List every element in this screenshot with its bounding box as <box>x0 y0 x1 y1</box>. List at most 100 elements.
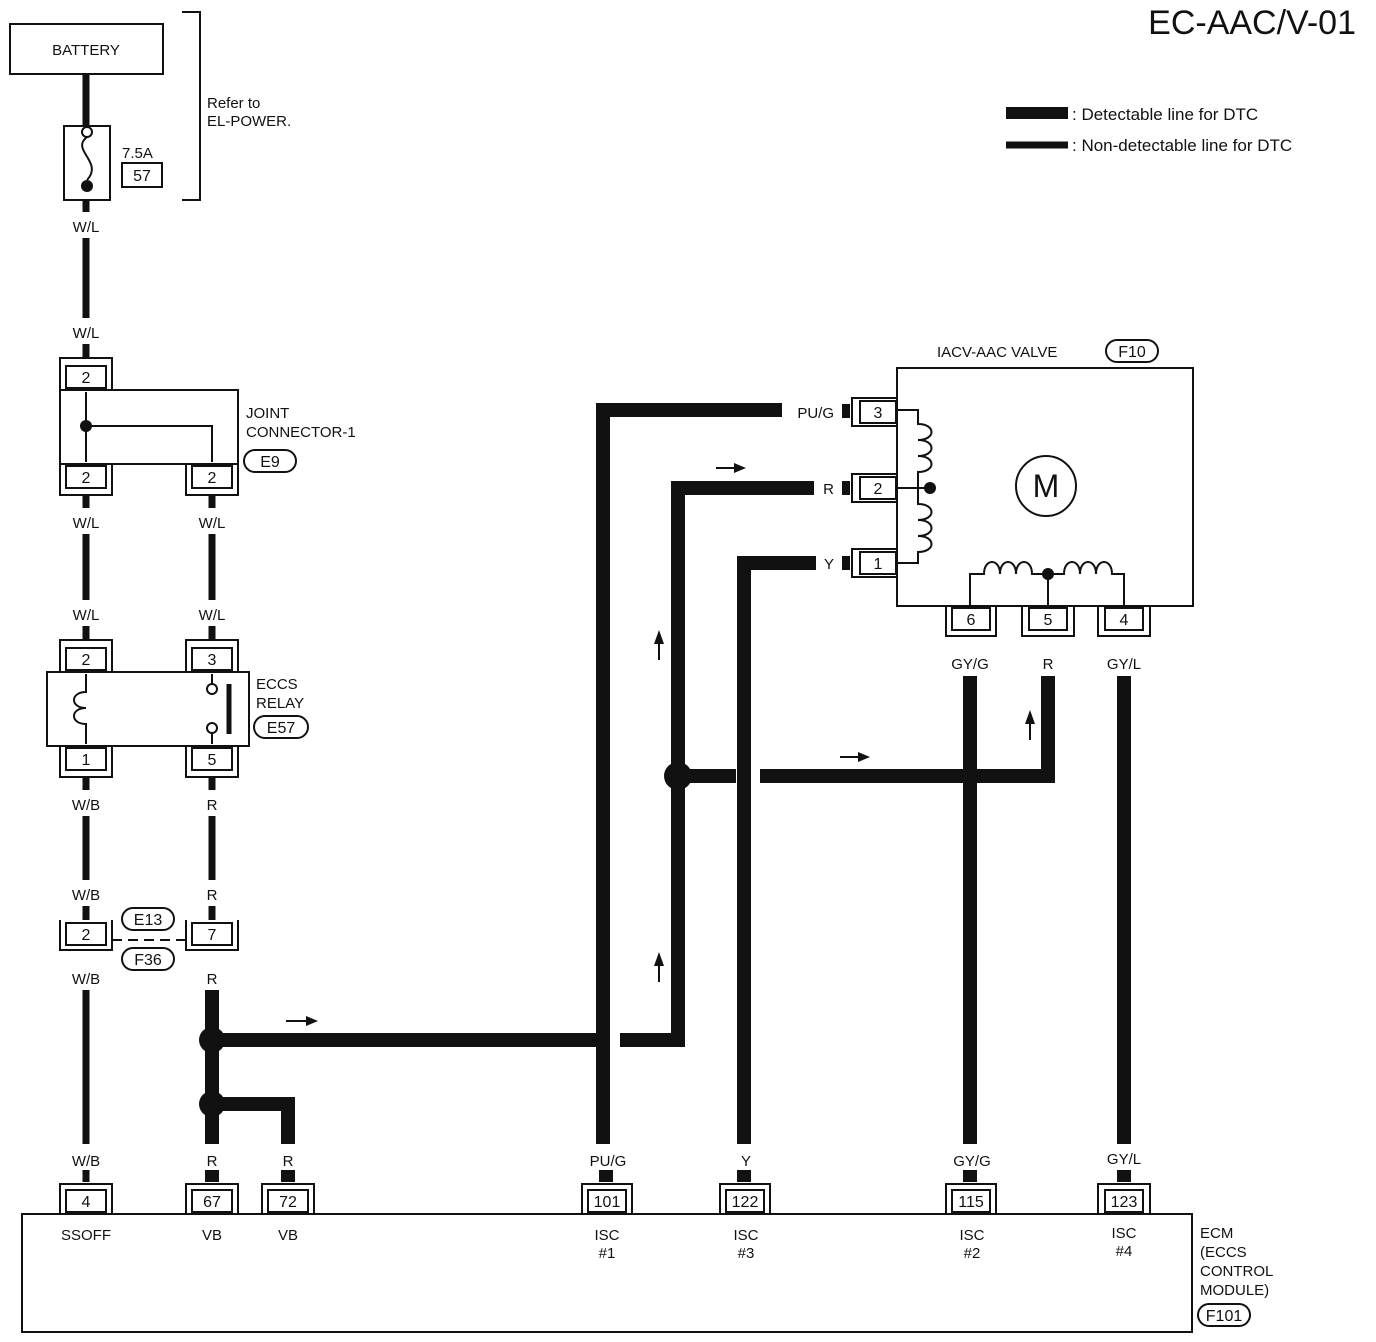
ecm: 4 67 72 101 122 115 <box>21 1183 1273 1333</box>
iacv-aac-valve: IACV-AAC VALVE F10 M <box>896 339 1194 607</box>
iacv-coil-b-center <box>1042 568 1054 580</box>
iacv-coil-a-center <box>924 482 936 494</box>
pin-iacv-4: 4 <box>1097 606 1151 637</box>
fuse-number: 57 <box>133 168 151 185</box>
wire-label-ecm-4: W/B <box>72 1153 100 1170</box>
hc-right-pin: 7 <box>208 927 217 944</box>
pin-box <box>65 465 107 489</box>
pin-frame <box>945 1183 997 1214</box>
wire-label-relay-in-left: W/L <box>73 607 100 624</box>
pin-ecm-122: 122 <box>719 1183 771 1214</box>
wire-label-ecm-115: GY/G <box>953 1153 991 1170</box>
pin-number: 2 <box>82 470 91 487</box>
ecm-terminal-72: VB <box>278 1227 298 1244</box>
wire-pug <box>596 403 782 1144</box>
refer-line2: EL-POWER. <box>207 113 291 130</box>
wire-label-iacv-2: R <box>823 481 834 498</box>
hc-right-frame <box>185 920 239 951</box>
pin-box <box>587 1189 627 1213</box>
arrow-right-icon <box>716 463 746 473</box>
pin-latch <box>842 404 850 418</box>
ecm-terminal-101-num: #1 <box>599 1245 616 1262</box>
pin-iacv-6: 6 <box>945 606 997 637</box>
fuse-element <box>81 136 93 181</box>
pin-number: 1 <box>82 752 91 769</box>
wire-label-jc-out-left: W/L <box>73 515 100 532</box>
pin-frame <box>1097 606 1151 637</box>
hc-left-pin: 2 <box>82 927 91 944</box>
ecm-terminal-67: VB <box>202 1227 222 1244</box>
pin-number: 4 <box>1120 612 1129 629</box>
ecm-terminal-122-num: #3 <box>738 1245 755 1262</box>
pin-frame <box>1021 606 1075 637</box>
pin-number: 3 <box>874 405 883 422</box>
pin-box <box>65 1189 107 1213</box>
arrow-head <box>654 952 664 966</box>
ecm-code-box <box>1197 1303 1251 1327</box>
jc-junction <box>80 420 92 432</box>
motor-icon <box>1015 455 1077 517</box>
pin-iacv-2: 2 <box>842 473 897 503</box>
hc-code-bottom: F36 <box>134 952 162 969</box>
harness-connector: 2 7 E13 F36 <box>59 907 239 971</box>
pin-frame <box>1097 1183 1151 1214</box>
wire-label-ecm-123: GY/L <box>1107 1151 1141 1168</box>
relay-label-2: RELAY <box>256 695 304 712</box>
pin-iacv-1: 1 <box>842 548 897 578</box>
battery-label: BATTERY <box>52 42 120 59</box>
relay-contact-lower <box>206 722 218 734</box>
pin-box <box>859 551 897 575</box>
wire-label-ecm-67: R <box>207 1153 218 1170</box>
wire-y <box>737 556 816 1144</box>
relay-body <box>46 671 250 747</box>
hc-left-box <box>65 922 107 946</box>
wire-label-hc-out-left: W/B <box>72 971 100 988</box>
pin-number: 72 <box>279 1194 297 1211</box>
arrow-head <box>1025 710 1035 724</box>
pin-frame <box>851 548 897 578</box>
relay-code-box <box>253 715 309 739</box>
relay-coil <box>73 674 87 744</box>
wire-label-iacv-6: GY/G <box>951 656 989 673</box>
arrow-head <box>858 752 870 762</box>
pin-number: 122 <box>732 1194 759 1211</box>
pin-iacv-5: 5 <box>1021 606 1075 637</box>
iacv-code-box <box>1105 339 1159 363</box>
arrow-right-icon <box>840 752 870 762</box>
legend: : Detectable line for DTC : Non-detectab… <box>1006 105 1292 155</box>
pin-box <box>1028 607 1068 631</box>
fuse-number-box <box>121 162 163 188</box>
pin-frame <box>185 639 239 672</box>
pin-box <box>191 647 233 671</box>
pin-number: 3 <box>208 652 217 669</box>
arrow-up-icon <box>654 952 664 982</box>
refer-line1: Refer to <box>207 95 260 112</box>
wire-label-relay-out-left: W/B <box>72 797 100 814</box>
eccs-relay: ECCS RELAY E57 <box>46 671 309 747</box>
arrow-right-icon <box>286 1016 318 1026</box>
pin-box <box>191 747 233 771</box>
hc-right-box <box>191 922 233 946</box>
wire-label-fuse-out: W/L <box>73 219 100 236</box>
battery: BATTERY <box>9 23 164 75</box>
ecm-label-1: ECM <box>1200 1225 1233 1242</box>
pin-box <box>859 476 897 500</box>
pin-jc-top: 2 <box>59 357 113 390</box>
pin-box <box>951 607 991 631</box>
pin-ecm-101: 101 <box>581 1183 633 1214</box>
pin-ecm-4: 4 <box>59 1183 113 1214</box>
arrow-up-icon <box>1025 710 1035 740</box>
wire-label-hc-in-right: R <box>207 887 218 904</box>
pin-ecm-115: 115 <box>945 1183 997 1214</box>
diagram-title: EC-AAC/V-01 <box>1148 4 1356 42</box>
ecm-terminal-115-name: ISC <box>959 1227 984 1244</box>
pin-number: 6 <box>967 612 976 629</box>
legend-detectable-label: : Detectable line for DTC <box>1072 105 1258 124</box>
fuse-top-terminal <box>81 126 93 138</box>
pin-box <box>1104 1189 1144 1213</box>
pin-relay-bottom-right: 5 <box>185 746 239 778</box>
pin-frame <box>719 1183 771 1214</box>
hc-code-top: E13 <box>134 912 163 929</box>
pin-number: 115 <box>958 1194 984 1211</box>
battery-box <box>9 23 164 75</box>
